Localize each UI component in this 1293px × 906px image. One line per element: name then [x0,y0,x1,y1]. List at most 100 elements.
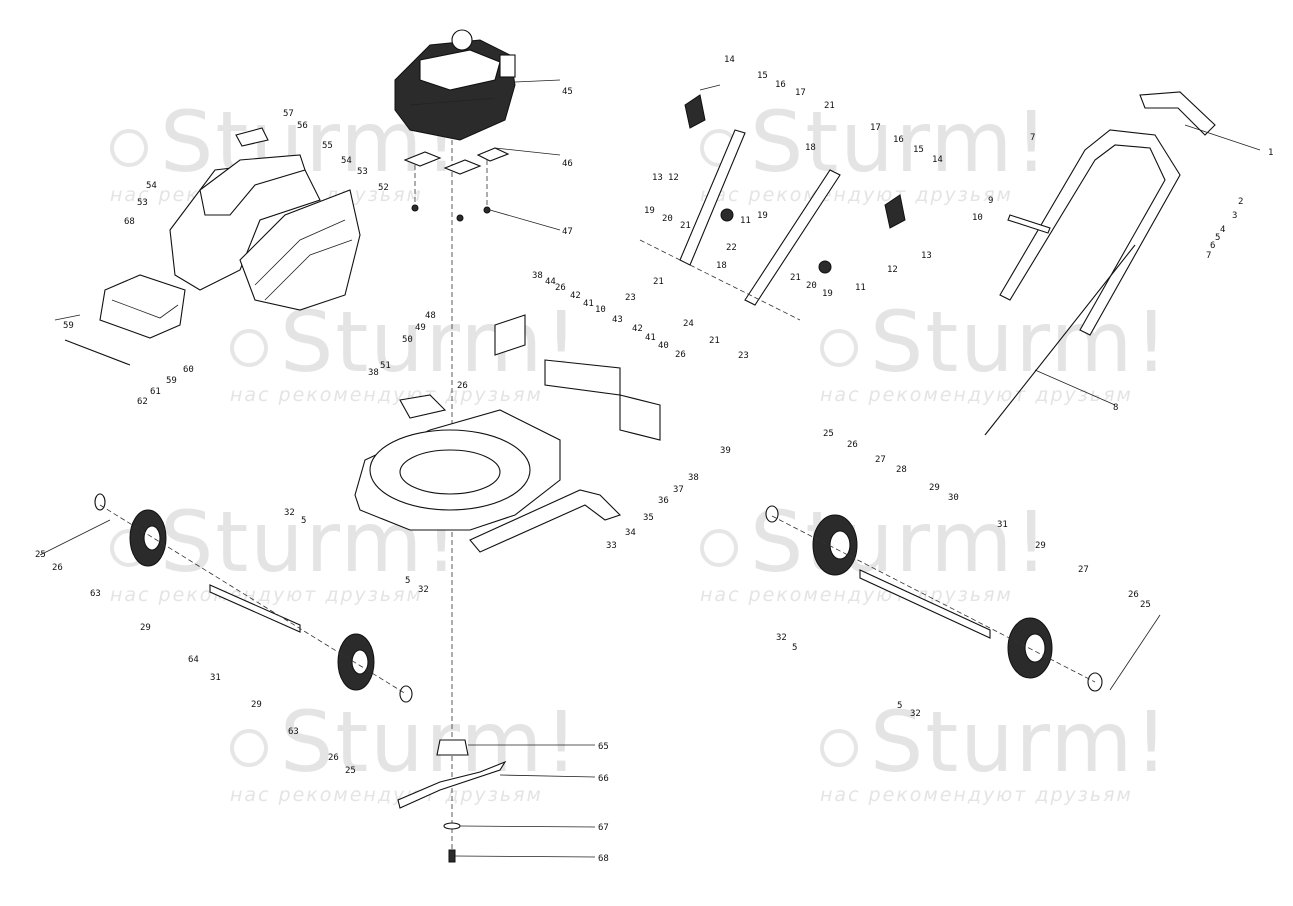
label-51: 51 [380,361,391,371]
label-39: 39 [720,446,731,456]
label-42-b: 42 [632,324,643,334]
label-26-c: 26 [847,440,858,450]
label-21-d: 21 [790,273,801,283]
label-20-b: 20 [806,281,817,291]
label-12-b: 12 [887,265,898,275]
part-labels: 1 2 3 4 5 6 7 7 8 9 10 10 11 11 12 12 13… [35,55,1273,864]
blade-assembly [397,739,507,863]
label-29-d: 29 [1035,541,1046,551]
label-10-a: 10 [972,213,983,223]
rear-flap [64,274,186,366]
label-22: 22 [726,243,737,253]
label-11-b: 11 [855,283,866,293]
label-3: 3 [1232,211,1237,221]
label-37: 37 [673,485,684,495]
label-44: 44 [545,277,556,287]
label-27-b: 27 [1078,565,1089,575]
label-18-a: 18 [805,143,816,153]
label-36: 36 [658,496,669,506]
label-15-a: 15 [757,71,768,81]
label-8: 8 [1113,403,1118,413]
label-25-a: 25 [35,550,46,560]
label-23-a: 23 [625,293,636,303]
label-52: 52 [378,183,389,193]
label-16-b: 16 [893,135,904,145]
grass-catcher [169,127,361,311]
label-48: 48 [425,311,436,321]
label-31-b: 31 [997,520,1008,530]
label-1: 1 [1268,148,1273,158]
label-18-b: 18 [716,261,727,271]
mower-deck [354,314,661,553]
handle-lower-assembly [639,94,906,321]
label-34: 34 [625,528,636,538]
label-43: 43 [612,315,623,325]
label-23-b: 23 [738,351,749,361]
callout-leaders [39,79,1261,858]
label-20-a: 20 [662,214,673,224]
label-62: 62 [137,397,148,407]
label-54-b: 54 [146,181,157,191]
label-49: 49 [415,323,426,333]
label-5-d: 5 [792,643,797,653]
label-4: 4 [1220,225,1225,235]
label-26-b: 26 [328,753,339,763]
label-56: 56 [297,121,308,131]
label-59-a: 59 [63,321,74,331]
label-21-c: 21 [653,277,664,287]
left-wheels [94,493,413,703]
label-41-a: 41 [583,299,594,309]
label-5-a: 5 [1215,233,1220,243]
label-26-a: 26 [52,563,63,573]
engine-gaskets [403,147,510,222]
label-47: 47 [562,227,573,237]
label-25-d: 25 [1140,600,1151,610]
label-29-b: 29 [251,700,262,710]
label-46: 46 [562,159,573,169]
label-2: 2 [1238,197,1243,207]
label-14-a: 14 [724,55,735,65]
label-29-a: 29 [140,623,151,633]
label-65: 65 [598,742,609,752]
label-7-b: 7 [1206,251,1211,261]
label-33: 33 [606,541,617,551]
label-13-b: 13 [921,251,932,261]
label-32-a: 32 [284,508,295,518]
label-21-a: 21 [824,101,835,111]
label-63-b: 63 [288,727,299,737]
label-32-c: 32 [910,709,921,719]
label-61: 61 [150,387,161,397]
label-45: 45 [562,87,573,97]
label-31-a: 31 [210,673,221,683]
label-35: 35 [643,513,654,523]
label-30: 30 [948,493,959,503]
label-68-a: 68 [124,217,135,227]
label-5-c: 5 [405,576,410,586]
label-13-a: 13 [652,173,663,183]
label-27-a: 27 [875,455,886,465]
label-60: 60 [183,365,194,375]
label-67: 67 [598,823,609,833]
label-14-b: 14 [932,155,943,165]
label-32-d: 32 [418,585,429,595]
label-38-c: 38 [688,473,699,483]
label-21-e: 21 [709,336,720,346]
label-26-g: 26 [457,381,468,391]
label-25-c: 25 [823,429,834,439]
label-63-a: 63 [90,589,101,599]
label-26-d: 26 [1128,590,1139,600]
label-53-a: 53 [357,167,368,177]
label-54-a: 54 [341,156,352,166]
label-9: 9 [988,196,993,206]
label-66: 66 [598,774,609,784]
right-wheels [765,505,1103,692]
label-55: 55 [322,141,333,151]
label-24: 24 [683,319,694,329]
label-59-b: 59 [166,376,177,386]
label-5-e: 5 [897,701,902,711]
label-57: 57 [283,109,294,119]
label-6: 6 [1210,241,1215,251]
label-68-b: 68 [598,854,609,864]
label-50: 50 [402,335,413,345]
label-42-a: 42 [570,291,581,301]
